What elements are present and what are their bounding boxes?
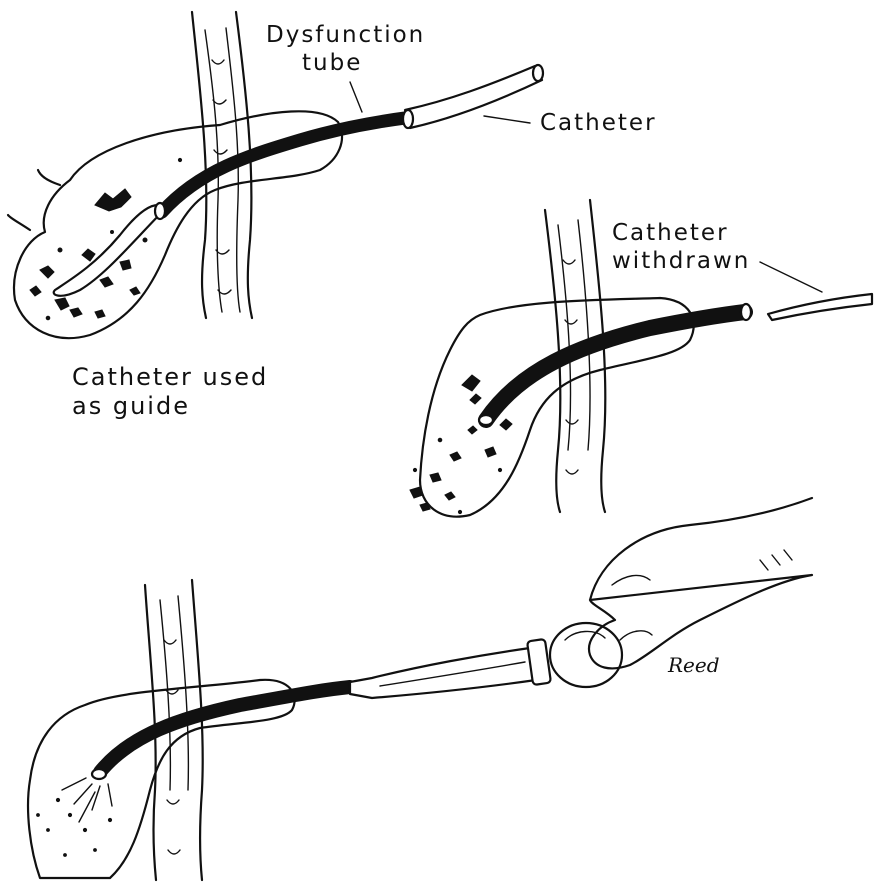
label-dysfunction-tube-line1: Dysfunction (266, 22, 425, 48)
leader-catheter-withdrawn (760, 262, 822, 292)
tube-opening-2 (479, 415, 493, 425)
leader-dysfunction-tube (350, 82, 362, 112)
pseudocyst-sac-3 (28, 680, 295, 878)
label-catheter-withdrawn-line1: Catheter (612, 220, 729, 246)
label-dysfunction-tube-line2: tube (302, 50, 362, 76)
hand (589, 498, 812, 668)
dysfunction-tube-1 (162, 118, 405, 212)
catheter-tip-1 (533, 65, 543, 81)
leader-catheter (484, 116, 530, 123)
dysfunction-tube-3 (100, 687, 350, 772)
label-catheter-withdrawn-line2: withdrawn (612, 248, 750, 274)
artist-signature: Reed (667, 653, 720, 677)
label-catheter-guide-line1: Catheter used (72, 363, 268, 391)
bulb-syringe (350, 623, 622, 698)
panel-irrigation: Reed (28, 498, 812, 880)
catheter-withdrawn-tip (768, 294, 872, 320)
irrigation-spray (37, 778, 112, 856)
catheter-outer-1 (405, 66, 542, 128)
label-catheter: Catheter (540, 110, 657, 136)
label-catheter-guide-line2: as guide (72, 392, 190, 420)
panel-catheter-guide (8, 12, 543, 338)
